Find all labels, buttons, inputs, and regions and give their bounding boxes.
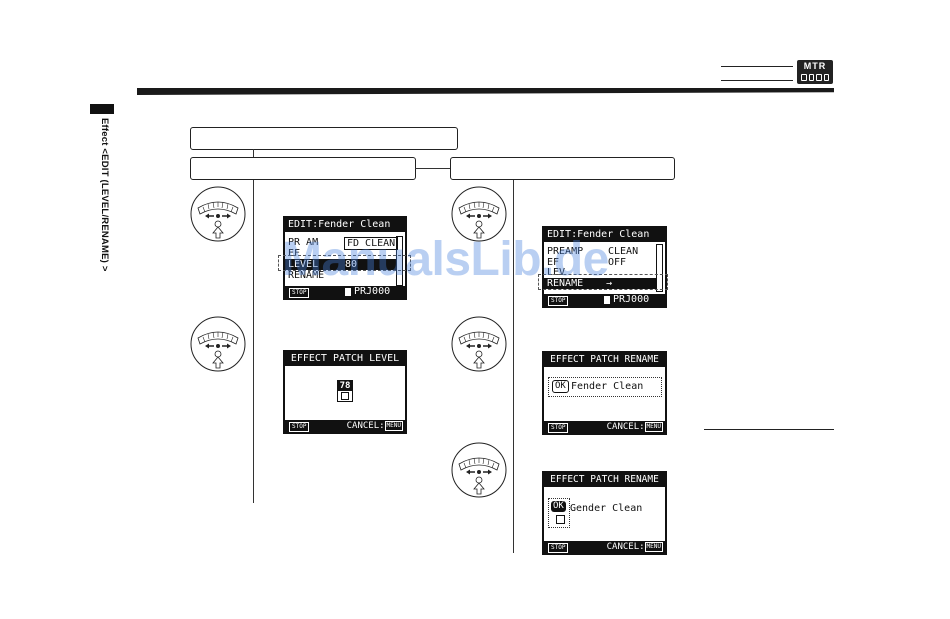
lcd-level-menu: EDIT:Fender Clean PR AM FD CLEAN EF LEVE…: [283, 216, 407, 300]
stop-indicator: STOP: [548, 296, 569, 306]
dial-small-icon: [556, 515, 565, 524]
menu-label: LEV: [547, 267, 566, 278]
lcd-title: EFFECT PATCH RENAME: [544, 473, 665, 487]
project-name: PRJ000: [354, 286, 391, 297]
menu-value-text: →: [606, 278, 613, 289]
lcd-footer: STOP PRJ000: [544, 294, 665, 306]
lcd-patch-rename-edit: EFFECT PATCH RENAME OK Gender Clean STOP…: [542, 471, 667, 555]
menu-value-text: FD CLEAN: [347, 238, 396, 249]
menu-row: CLEAN: [608, 246, 638, 257]
flow-connector-h: [415, 168, 450, 169]
section-title: Effect <EDIT (LEVEL/RENAME) >: [99, 118, 110, 272]
name-field: OK Gender Clean: [548, 499, 660, 524]
menu-key: MENU: [644, 542, 663, 552]
menu-row: OFF: [608, 257, 626, 268]
cancel-label: CANCEL:MENU: [347, 420, 403, 432]
menu-value-text: CLEAN: [608, 246, 639, 257]
dial-icon: [190, 186, 246, 242]
header-rule-lower: [721, 80, 793, 81]
menu-label: RENAME: [288, 270, 325, 281]
selection-outline: [278, 255, 411, 271]
dial-icon: [451, 316, 507, 372]
selection-outline: [538, 274, 668, 290]
cancel-label: CANCEL:MENU: [607, 541, 663, 553]
project-icon: [345, 288, 351, 296]
lcd-title: EFFECT PATCH LEVEL: [285, 352, 405, 366]
dial-icon: [451, 442, 507, 498]
lcd-footer: STOP CANCEL:MENU: [544, 421, 665, 433]
lcd-title: EFFECT PATCH RENAME: [544, 353, 665, 367]
section-tab: [90, 104, 114, 114]
menu-label: LEVEL: [288, 259, 319, 270]
mtr-badge: MTR: [797, 60, 833, 84]
dial-icon: [451, 186, 507, 242]
menu-row: RENAME: [288, 270, 324, 281]
stop-indicator: STOP: [548, 423, 569, 433]
lcd-patch-level: EFFECT PATCH LEVEL 78 STOP CANCEL:MENU: [283, 350, 407, 434]
lcd-rename-menu: EDIT:Fender Clean PREAMP CLEAN EF OFF LE…: [542, 226, 667, 308]
cancel-text: CANCEL:: [606, 542, 645, 552]
menu-row-selected: RENAME →: [544, 278, 657, 289]
menu-label: RENAME: [547, 278, 584, 289]
ok-button: OK: [552, 380, 569, 393]
project-icon: [604, 296, 610, 304]
menu-row: EF: [288, 248, 300, 259]
scrollbar: [396, 236, 403, 286]
patch-name: Gender Clean: [570, 503, 643, 514]
level-value-box: 78: [337, 380, 353, 402]
menu-value-text: OFF: [608, 257, 627, 268]
column-divider-right: [513, 180, 514, 553]
note-rule: [704, 429, 834, 430]
menu-row: PR AM: [288, 237, 318, 248]
cancel-text: CANCEL:: [346, 421, 385, 431]
menu-row-selected: LEVEL 80: [285, 259, 397, 270]
scrollbar: [656, 244, 663, 292]
cancel-label: CANCEL:MENU: [607, 421, 663, 433]
header-rule-upper: [721, 66, 793, 67]
selection-outline: [548, 498, 570, 528]
lcd-footer: STOP PRJ000: [285, 286, 405, 298]
track-icon: [801, 74, 829, 81]
stop-indicator: STOP: [548, 543, 569, 553]
flow-level-box: [190, 157, 416, 180]
flow-connector: [253, 149, 254, 157]
menu-label: EF: [288, 248, 301, 259]
menu-row: PREAMP: [547, 246, 583, 257]
lcd-title: EDIT:Fender Clean: [544, 228, 665, 242]
cancel-text: CANCEL:: [606, 422, 645, 432]
name-field: OK Fender Clean: [548, 377, 662, 397]
lcd-footer: STOP CANCEL:MENU: [285, 420, 405, 432]
header-bar: [137, 88, 834, 95]
stop-indicator: STOP: [289, 288, 310, 298]
menu-row: LEV: [547, 267, 565, 278]
flow-top-box: [190, 127, 458, 150]
mtr-badge-label: MTR: [803, 61, 827, 71]
level-value: 78: [338, 381, 352, 391]
menu-value-text: 80: [345, 259, 358, 270]
flow-rename-box: [450, 157, 675, 180]
patch-name: Fender Clean: [571, 381, 644, 392]
menu-label: PR AM: [288, 237, 319, 248]
dial-small-icon: [341, 392, 349, 400]
lcd-title: EDIT:Fender Clean: [285, 218, 405, 232]
column-divider-left: [253, 180, 254, 503]
project-name: PRJ000: [613, 294, 650, 305]
dial-icon: [190, 316, 246, 372]
lcd-footer: STOP CANCEL:MENU: [544, 541, 665, 553]
menu-label: EF: [547, 257, 560, 268]
watermark: ManualsLib.de: [282, 233, 609, 286]
menu-value: FD CLEAN: [344, 237, 399, 250]
ok-button-selected: OK: [551, 501, 566, 512]
menu-row: EF: [547, 257, 559, 268]
menu-label: PREAMP: [547, 246, 584, 257]
stop-indicator: STOP: [289, 422, 310, 432]
lcd-patch-rename: EFFECT PATCH RENAME OK Fender Clean STOP…: [542, 351, 667, 435]
menu-key: MENU: [644, 422, 663, 432]
menu-key: MENU: [384, 421, 403, 431]
